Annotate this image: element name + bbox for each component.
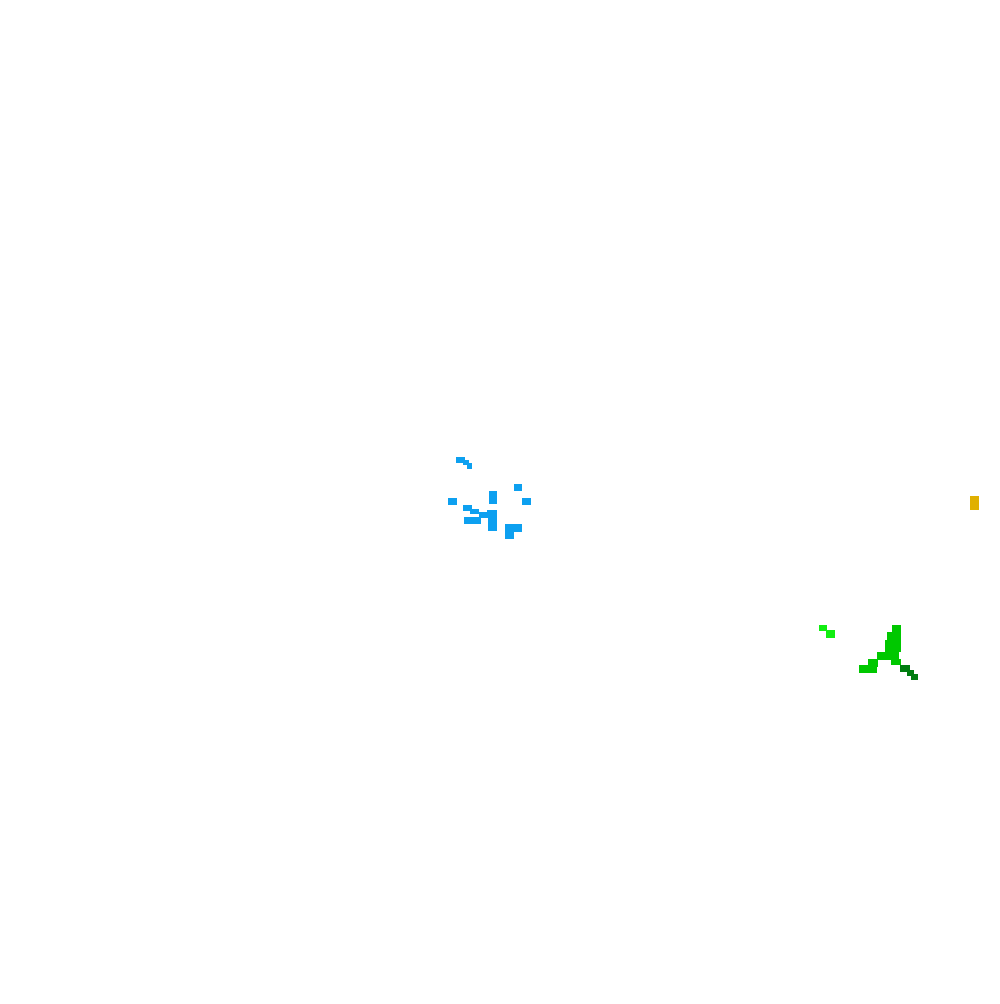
blue-cluster-pixel	[522, 498, 531, 505]
green-tail-pixel	[900, 665, 910, 672]
blue-cluster-pixel	[467, 463, 472, 469]
green-sparks-pixel	[819, 625, 827, 631]
gold-item	[970, 496, 979, 510]
blue-cluster-pixel	[479, 512, 487, 518]
green-tail-pixel	[907, 670, 914, 676]
green-creature-pixel	[892, 625, 901, 634]
green-creature-pixel	[891, 659, 901, 665]
blue-cluster-pixel	[448, 498, 457, 505]
green-creature	[859, 625, 901, 673]
blue-cluster-pixel	[489, 491, 497, 504]
green-creature-pixel	[859, 665, 877, 673]
green-sparks-pixel	[826, 630, 835, 638]
green-creature-pixel	[885, 640, 901, 652]
blue-cluster-pixel	[456, 457, 465, 463]
blue-cluster-pixel	[463, 505, 472, 511]
blue-cluster-pixel	[505, 531, 514, 539]
gold-item-pixel	[970, 496, 979, 510]
blue-cluster-pixel	[464, 517, 481, 524]
green-creature-pixel	[887, 632, 901, 640]
green-tail-pixel	[911, 674, 918, 680]
green-tail	[900, 665, 918, 680]
blue-cluster-pixel	[488, 518, 497, 531]
green-creature-pixel	[877, 652, 899, 660]
green-creature-pixel	[868, 659, 878, 667]
blue-cluster-pixel	[487, 510, 497, 518]
blue-cluster-pixel	[463, 460, 469, 465]
blue-cluster-pixel	[505, 524, 522, 532]
blue-cluster-pixel	[514, 484, 522, 491]
blue-cluster-pixel	[470, 509, 479, 514]
blue-cluster	[448, 457, 531, 539]
green-sparks	[819, 625, 835, 638]
